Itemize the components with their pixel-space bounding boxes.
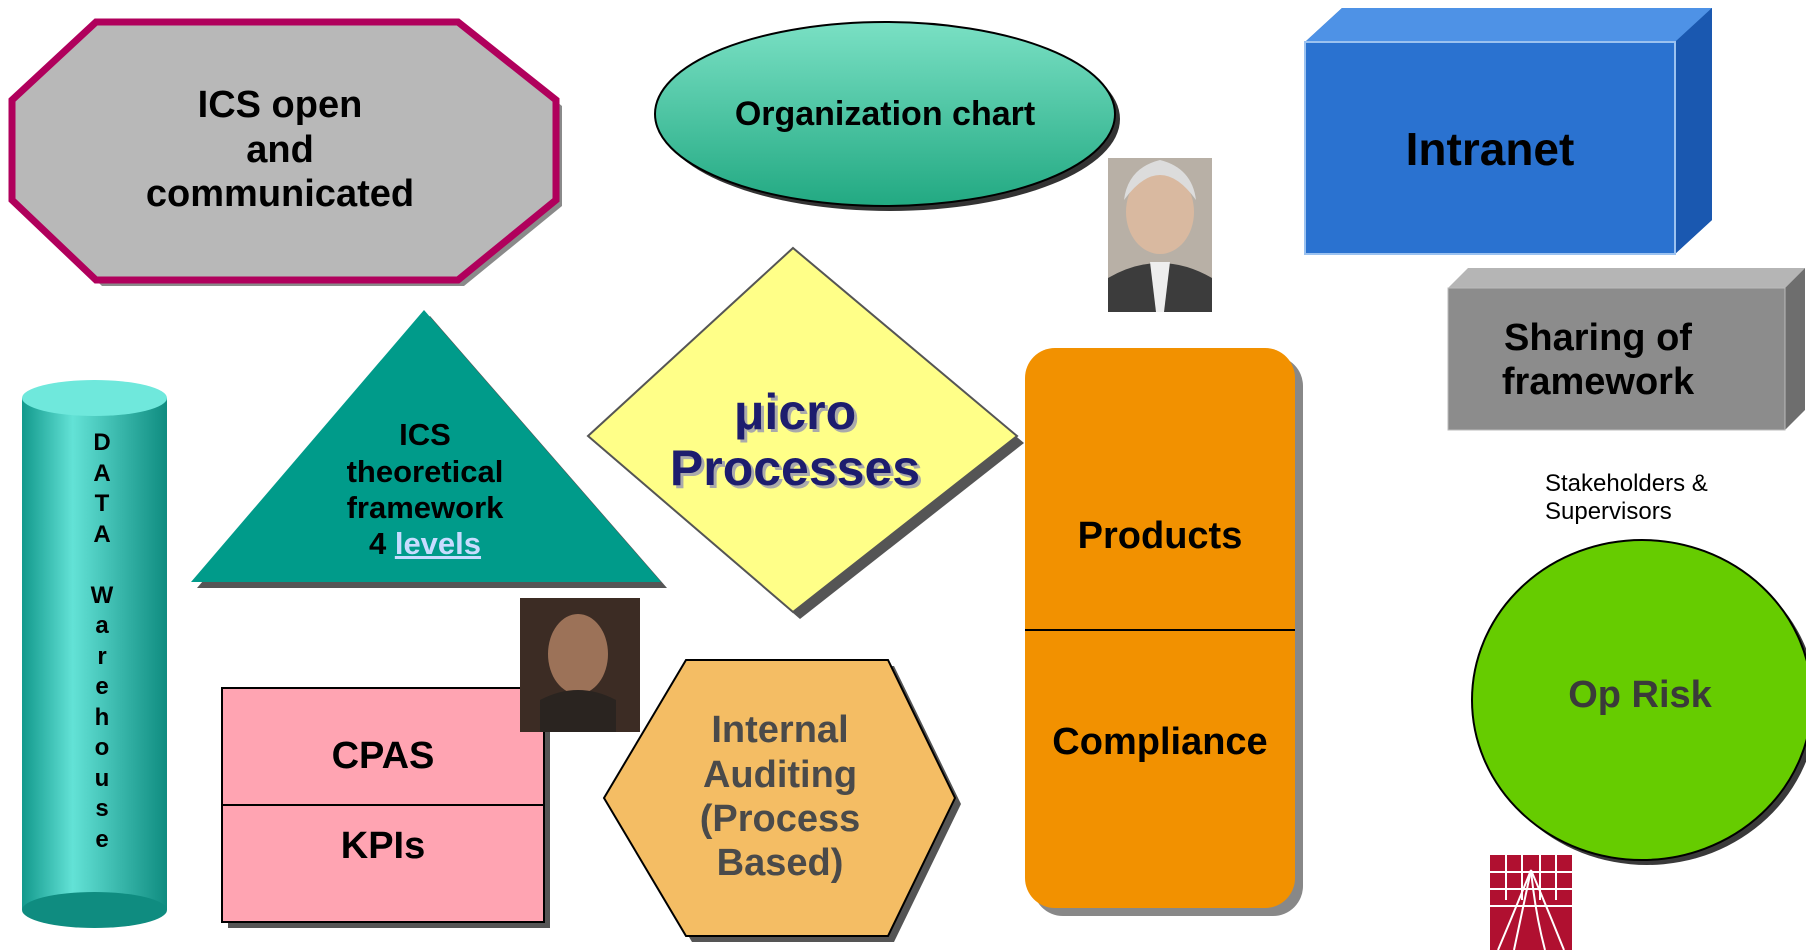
data-warehouse-label: D A T A W a r e h o u s e (90, 429, 114, 853)
institution-logo (1490, 855, 1572, 950)
products-label: Products (1077, 514, 1243, 557)
kpis-label: KPIs (340, 824, 426, 867)
sharing-framework-box (1447, 268, 1805, 431)
portrait-photo-bottom (520, 598, 640, 732)
cpas-kpis-block (221, 687, 550, 928)
processes-label: Processes (669, 440, 921, 496)
stakeholders-label: Stakeholders & Supervisors (1545, 469, 1708, 525)
levels-link[interactable]: levels (394, 526, 482, 562)
micro-label: μicro (733, 384, 857, 440)
micro-processes-diamond (586, 246, 1024, 619)
org-chart-ellipse (654, 21, 1120, 211)
op-risk-circle (1471, 539, 1806, 865)
ics-theoretical-triangle (191, 310, 667, 588)
ics-open-label: ICS open and communicated (145, 84, 415, 216)
compliance-label: Compliance (1052, 720, 1268, 763)
op-risk-label: Op Risk (1568, 673, 1712, 716)
ics-theoretical-label: ICS theoretical framework 4 levels (346, 417, 504, 562)
sharing-label: Sharing of framework (1501, 316, 1695, 403)
products-compliance-block (1025, 348, 1303, 916)
internal-auditing-label: Internal Auditing (Process Based) (699, 709, 861, 885)
org-chart-label: Organization chart (734, 95, 1036, 134)
intranet-box (1304, 8, 1712, 255)
portrait-photo-top (1108, 158, 1212, 312)
intranet-label: Intranet (1405, 123, 1575, 176)
ics-open-octagon (8, 18, 562, 286)
micro-processes-label: μicro Processes (630, 375, 960, 505)
cpas-label: CPAS (331, 734, 435, 777)
internal-auditing-hexagon (602, 659, 961, 942)
data-warehouse-cylinder (22, 380, 167, 928)
